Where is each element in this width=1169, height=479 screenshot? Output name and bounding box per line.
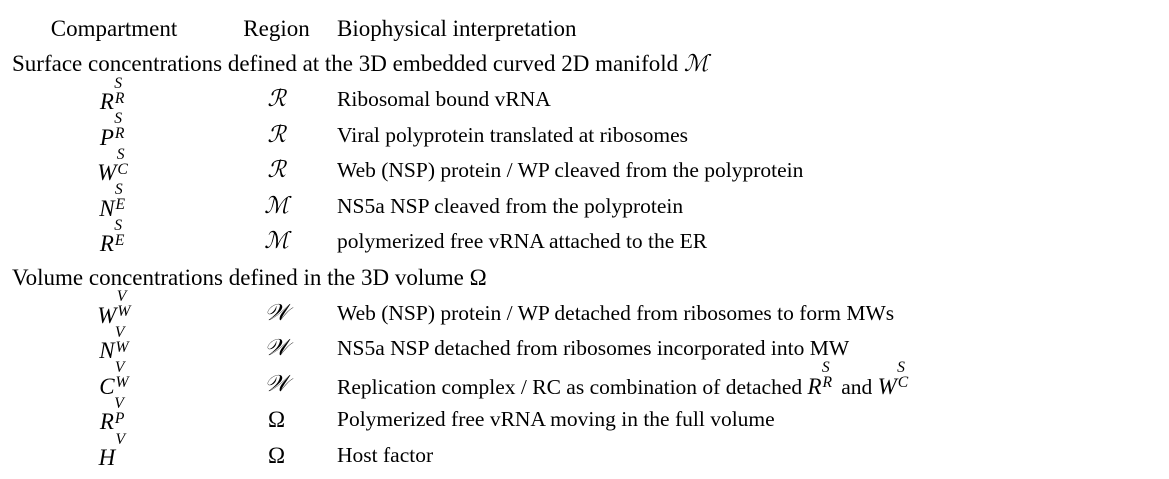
description-cell: NS5a NSP detached from ribosomes incorpo… (337, 336, 850, 360)
section-row-volume: Volume concentrations defined in the 3D … (12, 260, 1158, 296)
description-cell: Polymerized free vRNA moving in the full… (337, 407, 775, 431)
description-cell: Replication complex / RC as combination … (337, 359, 1158, 403)
script-W-symbol: 𝒲 (264, 370, 289, 397)
region-cell: ℛ (216, 153, 337, 189)
header-region: Region (243, 16, 310, 41)
symbol-subscript: W (115, 338, 129, 356)
symbol-subscript: C (117, 160, 128, 178)
script-M-symbol: ℳ (264, 192, 289, 219)
header-interpretation: Biophysical interpretation (337, 16, 577, 41)
symbol-base: W (97, 302, 117, 328)
symbol-superscript: S (114, 181, 123, 199)
description-cell: polymerized free vRNA attached to the ER (337, 229, 708, 253)
symbol-base: N (99, 195, 115, 221)
script-W-symbol: 𝒲 (264, 299, 289, 326)
symbol-base: W (97, 160, 117, 185)
description-text-mid: and (841, 374, 873, 399)
symbol-superscript: V (116, 288, 127, 306)
script-W-symbol: 𝒲 (264, 335, 289, 362)
symbol-superscript: S (114, 216, 123, 234)
symbol-superscript: V (114, 394, 124, 412)
description-cell: Host factor (337, 442, 434, 467)
symbol-base: R (99, 89, 114, 114)
omega-symbol: Ω (469, 265, 487, 290)
omega-symbol: Ω (267, 407, 286, 432)
region-cell: ℛ (216, 118, 337, 154)
description-cell: Web (NSP) protein / WP cleaved from the … (337, 158, 804, 182)
symbol-subscript: E (115, 196, 126, 214)
symbol-subscript: E (114, 231, 125, 249)
description-cell: NS5a NSP cleaved from the polyprotein (337, 193, 684, 218)
script-M-symbol: ℳ (264, 228, 289, 255)
region-cell: ℳ (216, 224, 337, 260)
table-top-rule: Compartment Region Biophysical interpret… (12, 11, 1158, 46)
region-cell: Ω (216, 438, 337, 474)
description-cell: Viral polyprotein translated at ribosome… (337, 122, 688, 147)
symbol-subscript: W (117, 303, 131, 321)
symbol-superscript: S (114, 110, 123, 128)
region-cell: ℳ (216, 189, 337, 225)
region-cell: ℛ (216, 82, 337, 118)
section-title-surface-text: Surface concentrations defined at the 3D… (12, 51, 679, 76)
section-title-volume-text: Volume concentrations defined in the 3D … (12, 265, 464, 290)
symbol-superscript: V (114, 359, 125, 377)
symbol-base: N (99, 338, 115, 363)
symbol-subscript: R (114, 89, 125, 107)
region-cell: 𝒲 (216, 296, 337, 332)
region-cell: 𝒲 (216, 331, 337, 367)
omega-symbol: Ω (267, 442, 286, 468)
symbol-superscript: S (116, 145, 125, 163)
description-cell: Ribosomal bound vRNA (337, 87, 551, 111)
description-text-pre: Replication complex / RC as combination … (337, 374, 803, 399)
script-R-symbol: ℛ (267, 86, 286, 113)
symbol-superscript: S (114, 74, 123, 92)
symbol-base: P (99, 124, 114, 150)
header-compartment: Compartment (50, 16, 178, 41)
symbol-subscript: R (114, 125, 125, 143)
region-cell: 𝒲 (216, 367, 337, 403)
section-title-volume: Volume concentrations defined in the 3D … (12, 260, 1158, 296)
biophysical-compartment-table: Compartment Region Biophysical interpret… (12, 11, 1158, 473)
region-cell: Ω (216, 402, 337, 438)
symbol-subscript: P (114, 409, 125, 427)
symbol-base: H (98, 444, 116, 470)
symbol-base: R (99, 409, 114, 434)
description-cell: Web (NSP) protein / WP detached from rib… (337, 300, 895, 325)
section-row-surface: Surface concentrations defined at the 3D… (12, 46, 1158, 82)
script-R-symbol: ℛ (267, 121, 286, 148)
script-R-symbol: ℛ (267, 157, 286, 184)
symbol-superscript: V (114, 323, 125, 341)
table-container: Compartment Region Biophysical interpret… (12, 11, 1158, 473)
symbol-subscript: W (115, 374, 129, 392)
section-title-surface: Surface concentrations defined at the 3D… (12, 46, 1158, 82)
symbol-superscript: V (115, 430, 126, 448)
section-title-surface-symbol: ℳ (683, 51, 709, 77)
symbol-base: C (99, 373, 115, 399)
symbol-base: R (99, 231, 114, 256)
